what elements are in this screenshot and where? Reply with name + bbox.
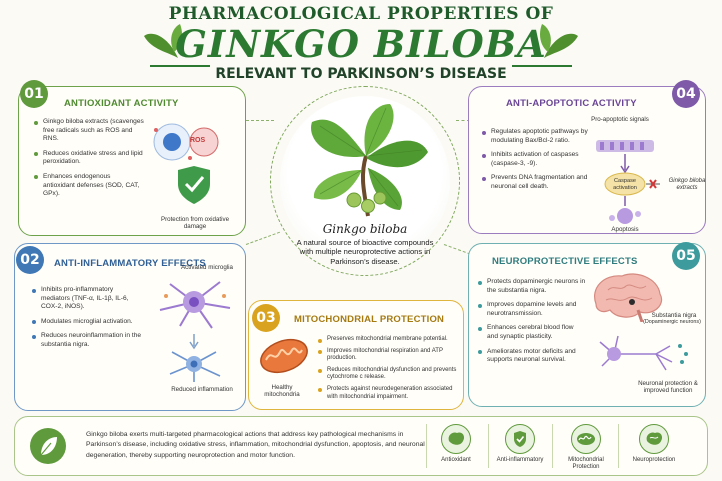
summary-item-label: Mitochondrial Protection: [568, 457, 604, 470]
bullet-item: Protects dopaminergic neurons in the sub…: [478, 278, 586, 295]
ros-shield-illustration: [153, 123, 219, 204]
bullet-item: Prevents DNA fragmentation and neuronal …: [482, 174, 590, 191]
bullet-list: Preserves mitochondrial membrane potenti…: [318, 336, 460, 405]
bullet-item: Reduces mitochondrial dysfunction and pr…: [318, 367, 460, 382]
bullet-item: Regulates apoptotic pathways by modulati…: [482, 128, 590, 145]
ginkgo-branch-illustration: [311, 104, 428, 217]
bullet-list: Regulates apoptotic pathways by modulati…: [482, 128, 590, 198]
bullet-item: Preserves mitochondrial membrane potenti…: [318, 336, 460, 344]
bullet-list: Inhibits pro-inflammatory mediators (TNF…: [32, 286, 142, 356]
panel-antioxidant: [18, 86, 246, 236]
label-reduced-inflammation: Reduced inflammation: [171, 386, 233, 393]
title-rule-left: [150, 65, 210, 67]
summary-divider: [618, 424, 619, 468]
leaf-icon: [30, 428, 66, 464]
panel-anti-apoptotic: [468, 86, 706, 234]
bullet-list: Ginkgo biloba extracts (scavenges free r…: [34, 118, 144, 205]
title-subtitle: RELEVANT TO PARKINSON’S DISEASE: [215, 66, 507, 82]
center-description: A natural source of bioactive compounds …: [296, 238, 434, 266]
bullet-item: Improves dopamine levels and neurotransm…: [478, 301, 586, 318]
bullet-item: Improves mitochondrial respiration and A…: [318, 348, 460, 363]
panel-number-badge: 01: [20, 80, 48, 108]
bullet-item: Inhibits pro-inflammatory mediators (TNF…: [32, 286, 142, 312]
panel-title: ANTIOXIDANT ACTIVITY: [64, 98, 179, 109]
summary-text: Ginkgo biloba exerts multi-targeted phar…: [86, 431, 425, 459]
brain-icon: [441, 424, 471, 454]
bullet-item: Reduces oxidative stress and lipid perox…: [34, 150, 144, 167]
title-rule-right: [512, 65, 572, 67]
ginkgo-leaf-icon-left: [144, 24, 182, 58]
panel-number-badge: 02: [16, 246, 44, 274]
panel-caption: Neuronal protection & improved function: [638, 380, 698, 395]
microglia-illustration: [159, 281, 231, 382]
apoptosis-pathway-illustration: [596, 140, 660, 224]
panel-neuroprotective: [468, 243, 706, 407]
bullet-item: Ginkgo biloba extracts (scavenges free r…: [34, 118, 144, 144]
summary-item-antioxidant: Antioxidant: [426, 422, 486, 470]
panel-caption: Healthy mitochondria: [264, 384, 300, 399]
center-ring: [270, 86, 460, 276]
bullet-item: Reduces neuroinflammation in the substan…: [32, 332, 142, 349]
shield-check-icon: [505, 424, 535, 454]
bullet-item: Modulates microglial activation.: [32, 318, 142, 327]
summary-item-neuroprotection: Neuroprotection: [624, 422, 684, 470]
label-pro-apoptotic-signals: Pro-apoptotic signals: [591, 116, 649, 123]
connector-4: [456, 120, 470, 121]
summary-item-anti-inflammatory: Anti-inflammatory: [490, 422, 550, 470]
label-substantia-nigra: Substantia nigra: [651, 312, 697, 319]
panel-number-badge: 05: [672, 242, 700, 270]
neuron-illustration: [599, 335, 688, 371]
mitochondria-illustration: [260, 338, 308, 374]
summary-item-label: Anti-inflammatory: [496, 457, 544, 463]
summary-divider: [488, 424, 489, 468]
title-main: GINKGO BILOBA: [175, 22, 547, 66]
panel-title: ANTI-INFLAMMATORY EFFECTS: [54, 258, 206, 269]
panel-number-badge: 04: [672, 80, 700, 108]
panel-title: ANTI-APOPTOTIC ACTIVITY: [506, 98, 637, 109]
panel-title: MITOCHONDRIAL PROTECTION: [294, 314, 445, 325]
center-species-name: Ginkgo biloba: [322, 222, 408, 236]
summary-item-mitochondrial: Mitochondrial Protection: [556, 422, 616, 470]
summary-item-label: Antioxidant: [441, 457, 471, 463]
brain-icon: [639, 424, 669, 454]
label-ginkgo-extracts: Ginkgo biloba extracts: [668, 178, 706, 192]
label-dopaminergic-neurons: (Dopaminergic neurons): [643, 319, 701, 325]
brain-illustration: [594, 273, 663, 322]
summary-divider: [552, 424, 553, 468]
title-line-1: PHARMACOLOGICAL PROPERTIES OF: [168, 4, 554, 24]
panel-anti-inflammatory: [14, 243, 246, 411]
bullet-item: Ameliorates motor deficits and supports …: [478, 348, 586, 365]
bullet-item: Protects against neurodegeneration assoc…: [318, 386, 460, 401]
connector-1: [246, 120, 274, 121]
label-apoptosis: Apoptosis: [611, 226, 639, 233]
bullet-item: Enhances endogenous antioxidant defenses…: [34, 173, 144, 199]
label-caspase-activation: Caspase activation: [613, 178, 637, 192]
panel-number-badge: 03: [252, 304, 280, 332]
bullet-list: Protects dopaminergic neurons in the sub…: [478, 278, 586, 371]
summary-divider: [426, 424, 427, 468]
connector-5: [443, 244, 471, 255]
bullet-item: Enhances cerebral blood flow and synapti…: [478, 324, 586, 341]
panel-caption: Protection from oxidative damage: [160, 216, 230, 231]
label-activated-microglia: Activated microglia: [181, 264, 233, 271]
ginkgo-leaf-icon-right: [540, 24, 578, 58]
bullet-item: Inhibits activation of caspases (caspase…: [482, 151, 590, 168]
panel-title: NEUROPROTECTIVE EFFECTS: [492, 256, 638, 267]
mitochondria-icon: [571, 424, 601, 454]
summary-item-label: Neuroprotection: [632, 457, 676, 463]
ros-label: ROS: [190, 137, 206, 144]
